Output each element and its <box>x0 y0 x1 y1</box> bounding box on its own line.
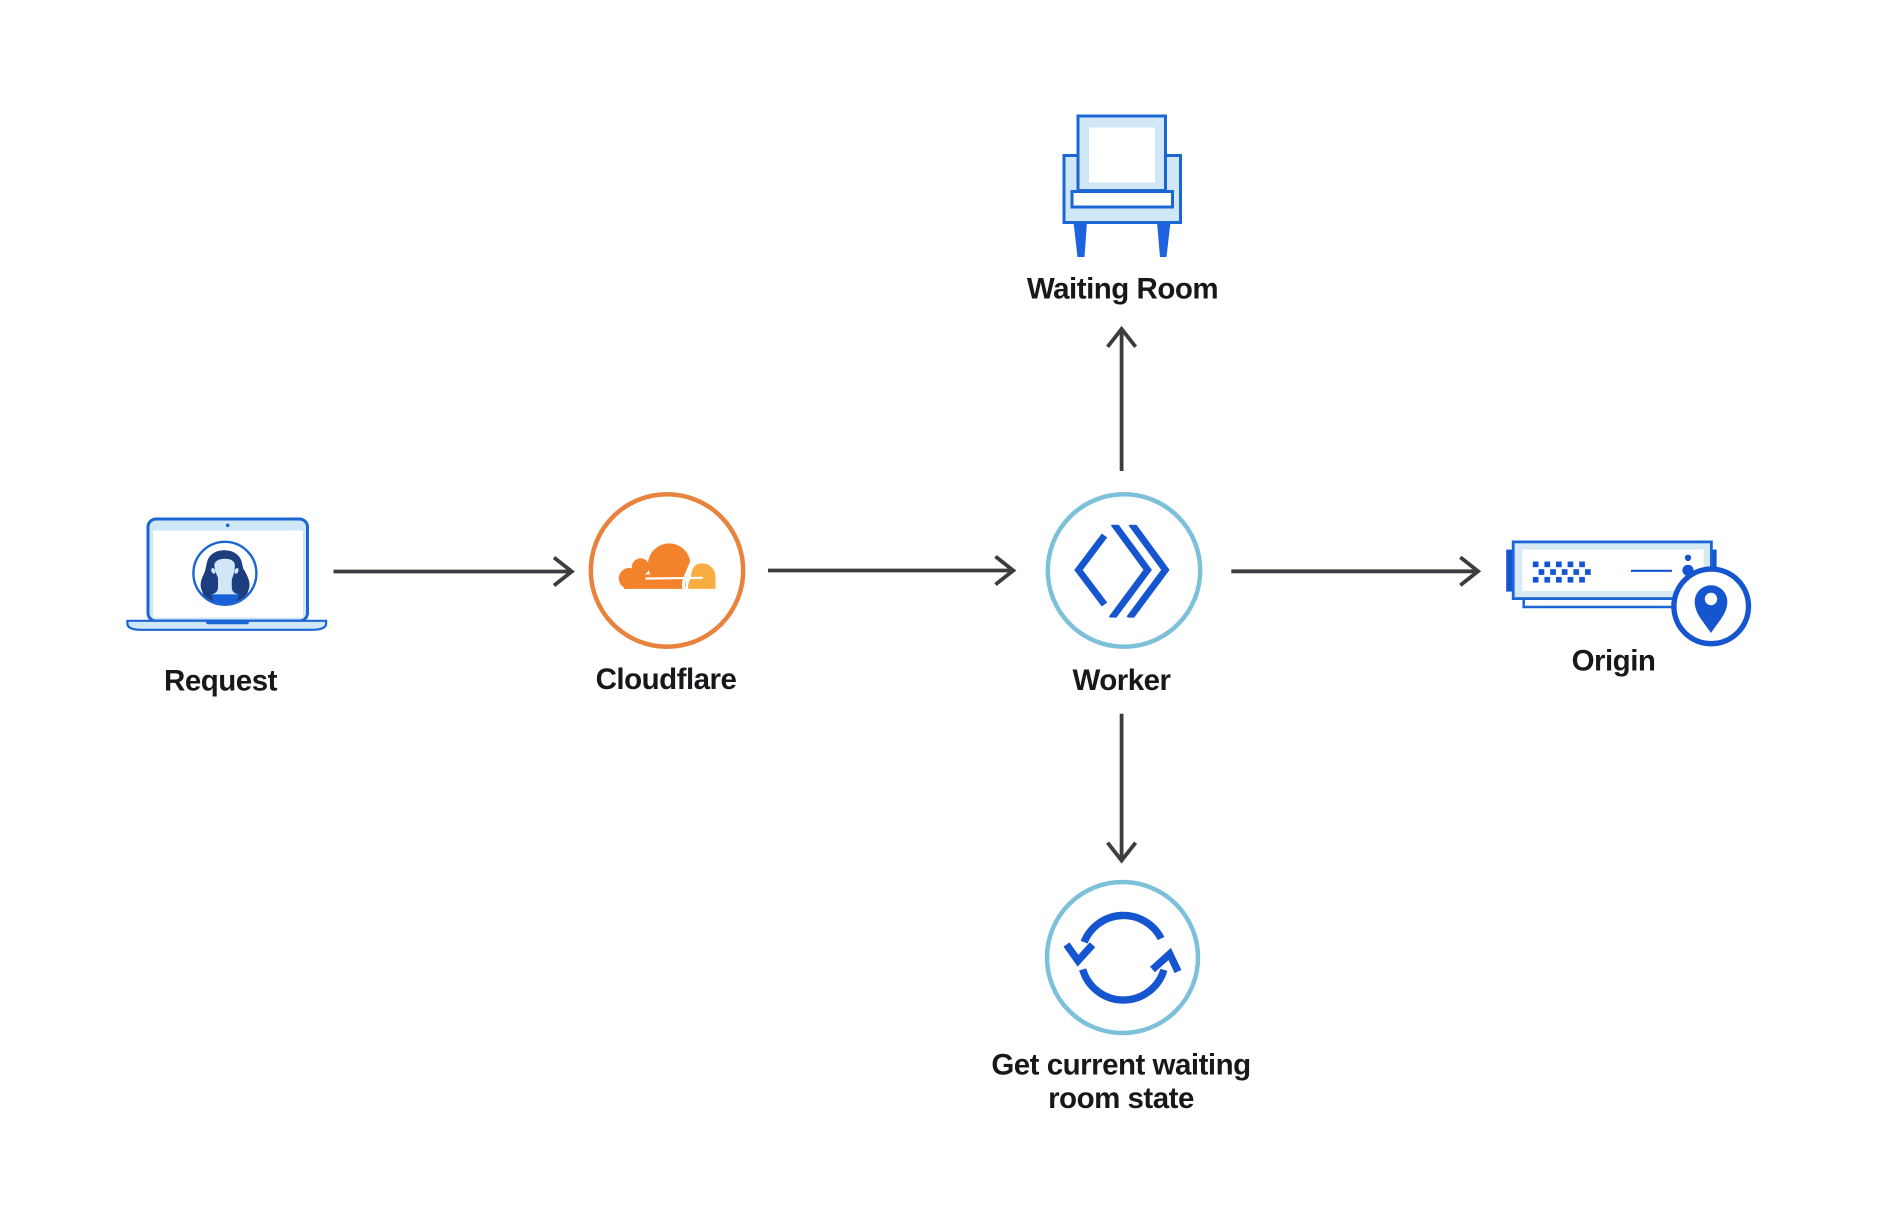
svg-text:Origin: Origin <box>1572 645 1656 678</box>
svg-text:room state: room state <box>1048 1082 1194 1115</box>
svg-text:Cloudflare: Cloudflare <box>596 663 737 696</box>
svg-text:Waiting Room: Waiting Room <box>1027 273 1218 306</box>
svg-text:Worker: Worker <box>1072 664 1171 697</box>
svg-text:Request: Request <box>164 665 278 698</box>
svg-text:Get current waiting: Get current waiting <box>991 1049 1250 1082</box>
